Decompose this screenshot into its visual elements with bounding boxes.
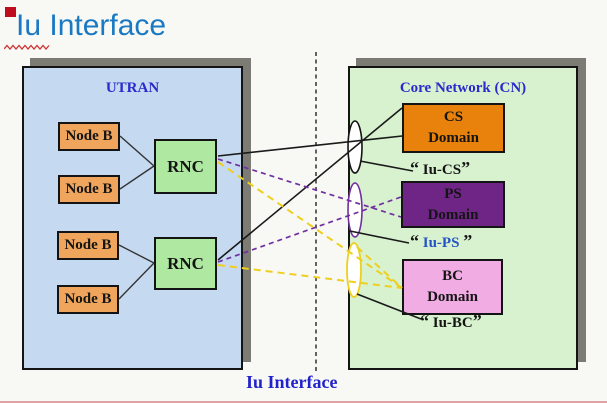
iu-cs-open-quote: “ — [410, 158, 419, 178]
ps-domain-box: PS Domain — [401, 181, 505, 228]
node-b-box-1: Node B — [58, 122, 120, 151]
page-title: Iu Interface — [16, 9, 167, 42]
iu-bc-label: “ Iu-BC” — [420, 311, 482, 332]
utran-box — [22, 66, 243, 370]
utran-label: UTRAN — [105, 80, 160, 96]
iu-bc-text: Iu-BC — [432, 315, 473, 331]
bc-domain-line1: BC — [442, 268, 463, 284]
iu-cs-label: “ Iu-CS” — [410, 158, 470, 179]
node-b-box-3: Node B — [57, 231, 119, 260]
iu-ps-open-quote: “ — [410, 231, 419, 251]
iu-bc-open-quote: “ — [420, 311, 429, 331]
ps-domain-line2: Domain — [427, 206, 479, 223]
bc-domain-line2: Domain — [427, 289, 478, 305]
iu-cs-close-quote: ” — [461, 158, 471, 178]
ps-domain-line1: PS — [444, 185, 462, 202]
node-b-box-4: Node B — [57, 285, 119, 314]
core-network-label: Core Network (CN) — [399, 80, 527, 96]
iu-ps-label: “ Iu-PS ” — [410, 231, 472, 252]
iu-interface-caption: Iu Interface — [246, 372, 338, 392]
spellcheck-underline-icon — [4, 44, 50, 50]
iu-ps-close-quote: ” — [463, 231, 473, 251]
bottom-edge-line — [0, 401, 607, 403]
cs-domain-line2: Domain — [428, 130, 479, 146]
rnc-box-2: RNC — [154, 237, 217, 290]
bc-domain-box: BC Domain — [402, 259, 503, 315]
rnc-box-1: RNC — [154, 139, 217, 194]
node-b-box-2: Node B — [58, 175, 120, 204]
iu-bc-close-quote: ” — [472, 311, 482, 331]
red-corner-mark — [5, 7, 16, 17]
iu-cs-text: Iu-CS — [422, 162, 462, 178]
iu-ps-text: Iu-PS — [422, 235, 460, 251]
cs-domain-line1: CS — [443, 109, 464, 125]
cs-domain-box: CS Domain — [402, 103, 505, 153]
